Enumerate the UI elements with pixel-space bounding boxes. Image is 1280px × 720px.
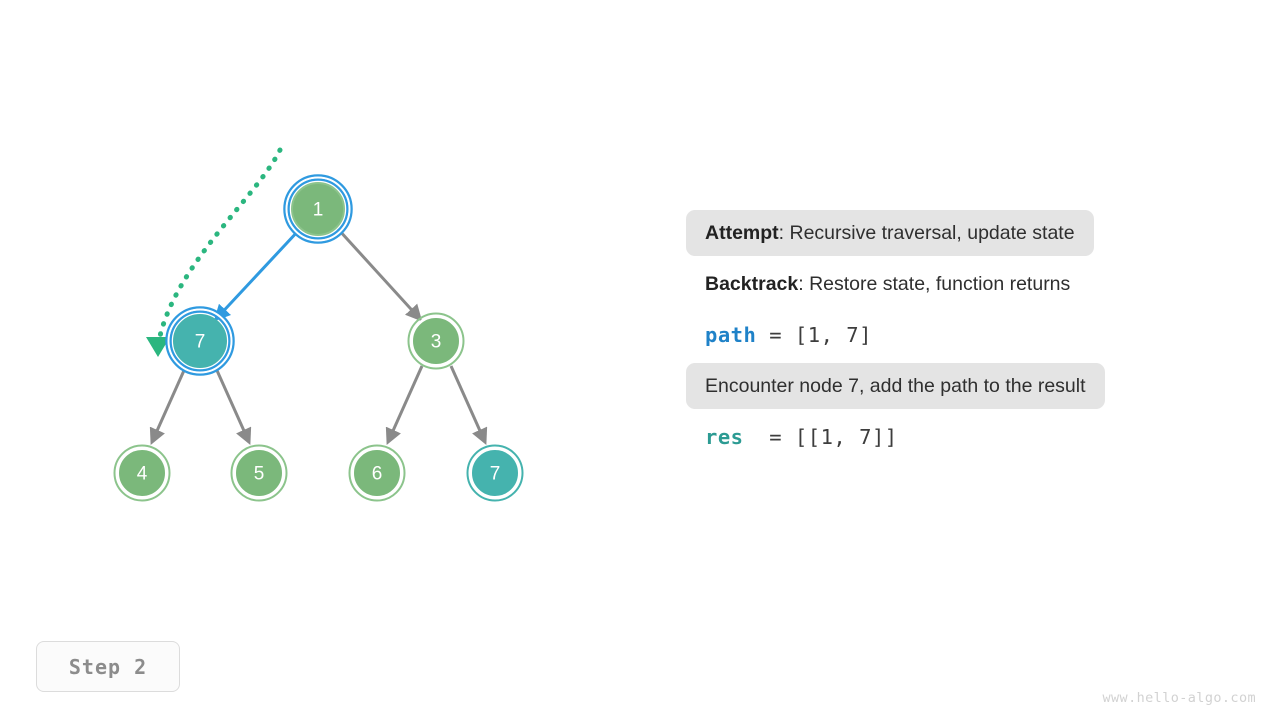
tree-node-label: 4 [137,464,148,485]
tree-node-7-right[interactable]: 7 [466,444,524,502]
res-variable: res [705,425,744,449]
tree-node-4[interactable]: 4 [113,444,171,502]
tree-svg: 1 7 3 4 [113,147,524,502]
edge-7-left-to-4 [149,365,188,446]
tree-node-label: 6 [372,464,383,485]
tree-node-label: 5 [254,464,265,485]
attempt-description: : Recursive traversal, update state [778,221,1075,244]
res-expression: = [[1, 7]] [743,425,898,449]
attempt-text: Attempt: Recursive traversal, update sta… [686,209,1094,257]
attempt-label: Attempt [705,221,779,244]
tree-node-6[interactable]: 6 [348,444,406,502]
edge-1-to-7-left [213,228,301,322]
backtrack-triangle-icon [146,337,170,357]
backtrack-row: Backtrack: Restore state, function retur… [686,261,1226,307]
tree-node-label: 7 [490,464,501,485]
path-expression: = [1, 7] [756,323,872,347]
tree-node-5[interactable]: 5 [230,444,288,502]
tree-node-1[interactable]: 1 [283,174,353,244]
backtrack-label: Backtrack [705,272,799,295]
tree-node-3[interactable]: 3 [407,312,465,370]
attempt-row: Attempt: Recursive traversal, update sta… [686,209,1226,257]
res-code-row: res = [[1, 7]] [686,414,1226,460]
backtrack-description: : Restore state, function returns [798,272,1071,295]
tree-diagram: 1 7 3 4 [113,147,524,502]
tree-node-label: 7 [195,332,206,353]
encounter-text: Encounter node 7, add the path to the re… [686,362,1105,410]
encounter-row: Encounter node 7, add the path to the re… [686,362,1226,410]
tree-nodes: 1 7 3 4 [113,174,524,502]
path-variable: path [705,323,757,347]
tree-node-label: 1 [313,200,324,221]
backtrack-text: Backtrack: Restore state, function retur… [686,261,1089,307]
step-badge: Step 2 [36,641,180,692]
path-code-row: path = [1, 7] [686,312,1226,358]
step-badge-label: Step 2 [68,654,148,679]
backtrack-dotted-curve [146,147,283,357]
edge-3-to-6 [385,365,424,446]
info-panel: Attempt: Recursive traversal, update sta… [686,209,1226,465]
watermark: www.hello-algo.com [1102,690,1256,706]
tree-node-7-left[interactable]: 7 [165,306,235,376]
tree-node-label: 3 [431,332,442,353]
tree-edges [149,227,488,446]
edge-7-left-to-5 [213,365,252,446]
edge-1-to-3 [336,227,423,322]
edge-3-to-7-right [449,365,488,446]
